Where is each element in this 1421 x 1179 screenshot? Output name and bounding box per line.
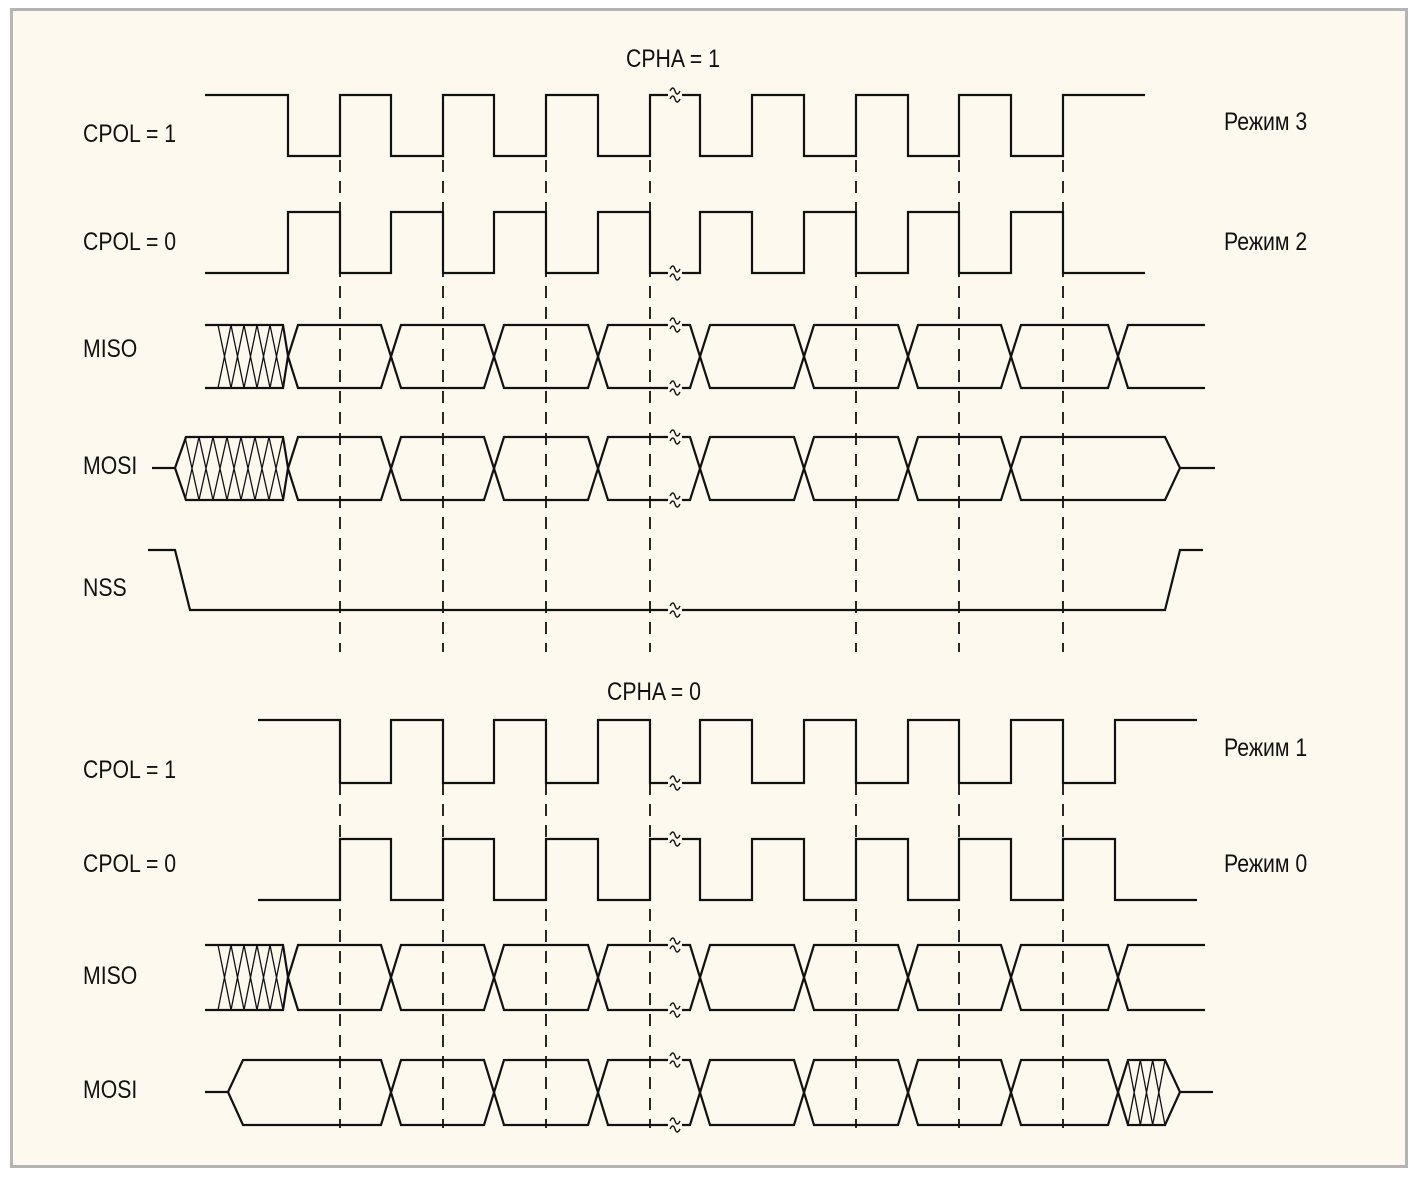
- mosi-top-bit: [802, 435, 910, 502]
- break-mark-bg: [668, 491, 682, 509]
- miso-top-undefined-hatch: [217, 324, 284, 389]
- mosi-bottom-end: [1116, 1058, 1213, 1127]
- break-mark-bg: [668, 830, 682, 848]
- break-mark-icon: [669, 429, 681, 445]
- break-mark-bg: [668, 379, 682, 397]
- top-nss-label: NSS: [83, 574, 127, 602]
- break-mark-icon: [669, 775, 681, 791]
- mosi-bottom-bit: [802, 1058, 910, 1127]
- break-mark-icon: [669, 1002, 681, 1018]
- mosi-bottom-undefined-hatch: [1127, 1059, 1166, 1126]
- break-mark-icon: [669, 937, 681, 953]
- cpha1-title: CPHA = 1: [626, 45, 720, 73]
- mosi-top-bit: [906, 435, 1013, 502]
- break-mark-icon: [669, 831, 681, 847]
- diagram-frame: [10, 8, 1408, 1168]
- mosi-bottom-start: [205, 1058, 393, 1127]
- mosi-top-bit: [389, 435, 496, 502]
- miso-top-bit: [596, 323, 702, 390]
- break-mark-bg: [668, 428, 682, 446]
- mosi-top-bit: [286, 435, 393, 502]
- mosi-top-start: [152, 435, 290, 502]
- mosi-top-bit: [492, 435, 600, 502]
- break-mark-icon: [669, 492, 681, 508]
- break-mark-bg: [668, 264, 682, 282]
- break-mark-bg: [668, 316, 682, 334]
- miso-top-bit: [1009, 323, 1120, 390]
- bottom-mosi-label: MOSI: [83, 1076, 138, 1104]
- bottom-miso-label: MISO: [83, 962, 138, 990]
- mosi-top-bit: [698, 435, 806, 502]
- mode3-label: Режим 3: [1224, 108, 1308, 136]
- mosi-bottom-bit: [389, 1058, 496, 1127]
- break-mark-icon: [669, 265, 681, 281]
- mosi-bottom-bit: [906, 1058, 1013, 1127]
- break-mark-icon: [669, 602, 681, 618]
- break-mark-bg: [668, 936, 682, 954]
- break-mark-icon: [669, 1117, 681, 1133]
- break-mark-bg: [668, 1116, 682, 1134]
- break-mark-icon: [669, 317, 681, 333]
- break-mark-bg: [668, 86, 682, 104]
- clock-cpha0-cpol0: [258, 837, 1197, 902]
- miso-bottom-end: [1116, 943, 1205, 1012]
- break-mark-icon: [669, 380, 681, 396]
- break-mark-bg: [668, 1051, 682, 1069]
- miso-top-bit: [698, 323, 806, 390]
- miso-bottom-bit: [596, 943, 702, 1012]
- miso-bottom-undefined-hatch: [217, 944, 284, 1011]
- mosi-bottom-bit: [698, 1058, 806, 1127]
- mosi-top-undefined-hatch: [184, 436, 284, 501]
- mosi-bottom-bit: [492, 1058, 600, 1127]
- break-mark-bg: [668, 774, 682, 792]
- bottom-cpol1-label: CPOL = 1: [83, 756, 177, 784]
- cpha0-title: CPHA = 0: [607, 678, 701, 706]
- top-cpol0-label: CPOL = 0: [83, 228, 177, 256]
- top-miso-label: MISO: [83, 335, 138, 363]
- mosi-top-end: [1009, 435, 1215, 502]
- mode0-label: Режим 0: [1224, 850, 1308, 878]
- break-mark-bg: [668, 1001, 682, 1019]
- break-mark-icon: [669, 1052, 681, 1068]
- mosi-top-bit: [596, 435, 702, 502]
- miso-bottom-bit: [1009, 943, 1120, 1012]
- mode1-label: Режим 1: [1224, 734, 1308, 762]
- break-mark-icon: [669, 87, 681, 103]
- bottom-cpol0-label: CPOL = 0: [83, 850, 177, 878]
- top-cpol1-label: CPOL = 1: [83, 120, 177, 148]
- break-mark-bg: [668, 601, 682, 619]
- mode2-label: Режим 2: [1224, 228, 1308, 256]
- clock-cpha0-cpol1: [258, 718, 1197, 785]
- miso-bottom-bit: [698, 943, 806, 1012]
- miso-top-end: [1116, 323, 1205, 390]
- top-mosi-label: MOSI: [83, 452, 138, 480]
- clock-cpha1-cpol1: [205, 93, 1145, 158]
- mosi-bottom-bit: [1009, 1058, 1120, 1127]
- clock-cpha1-cpol0: [205, 210, 1145, 275]
- mosi-bottom-bit: [596, 1058, 702, 1127]
